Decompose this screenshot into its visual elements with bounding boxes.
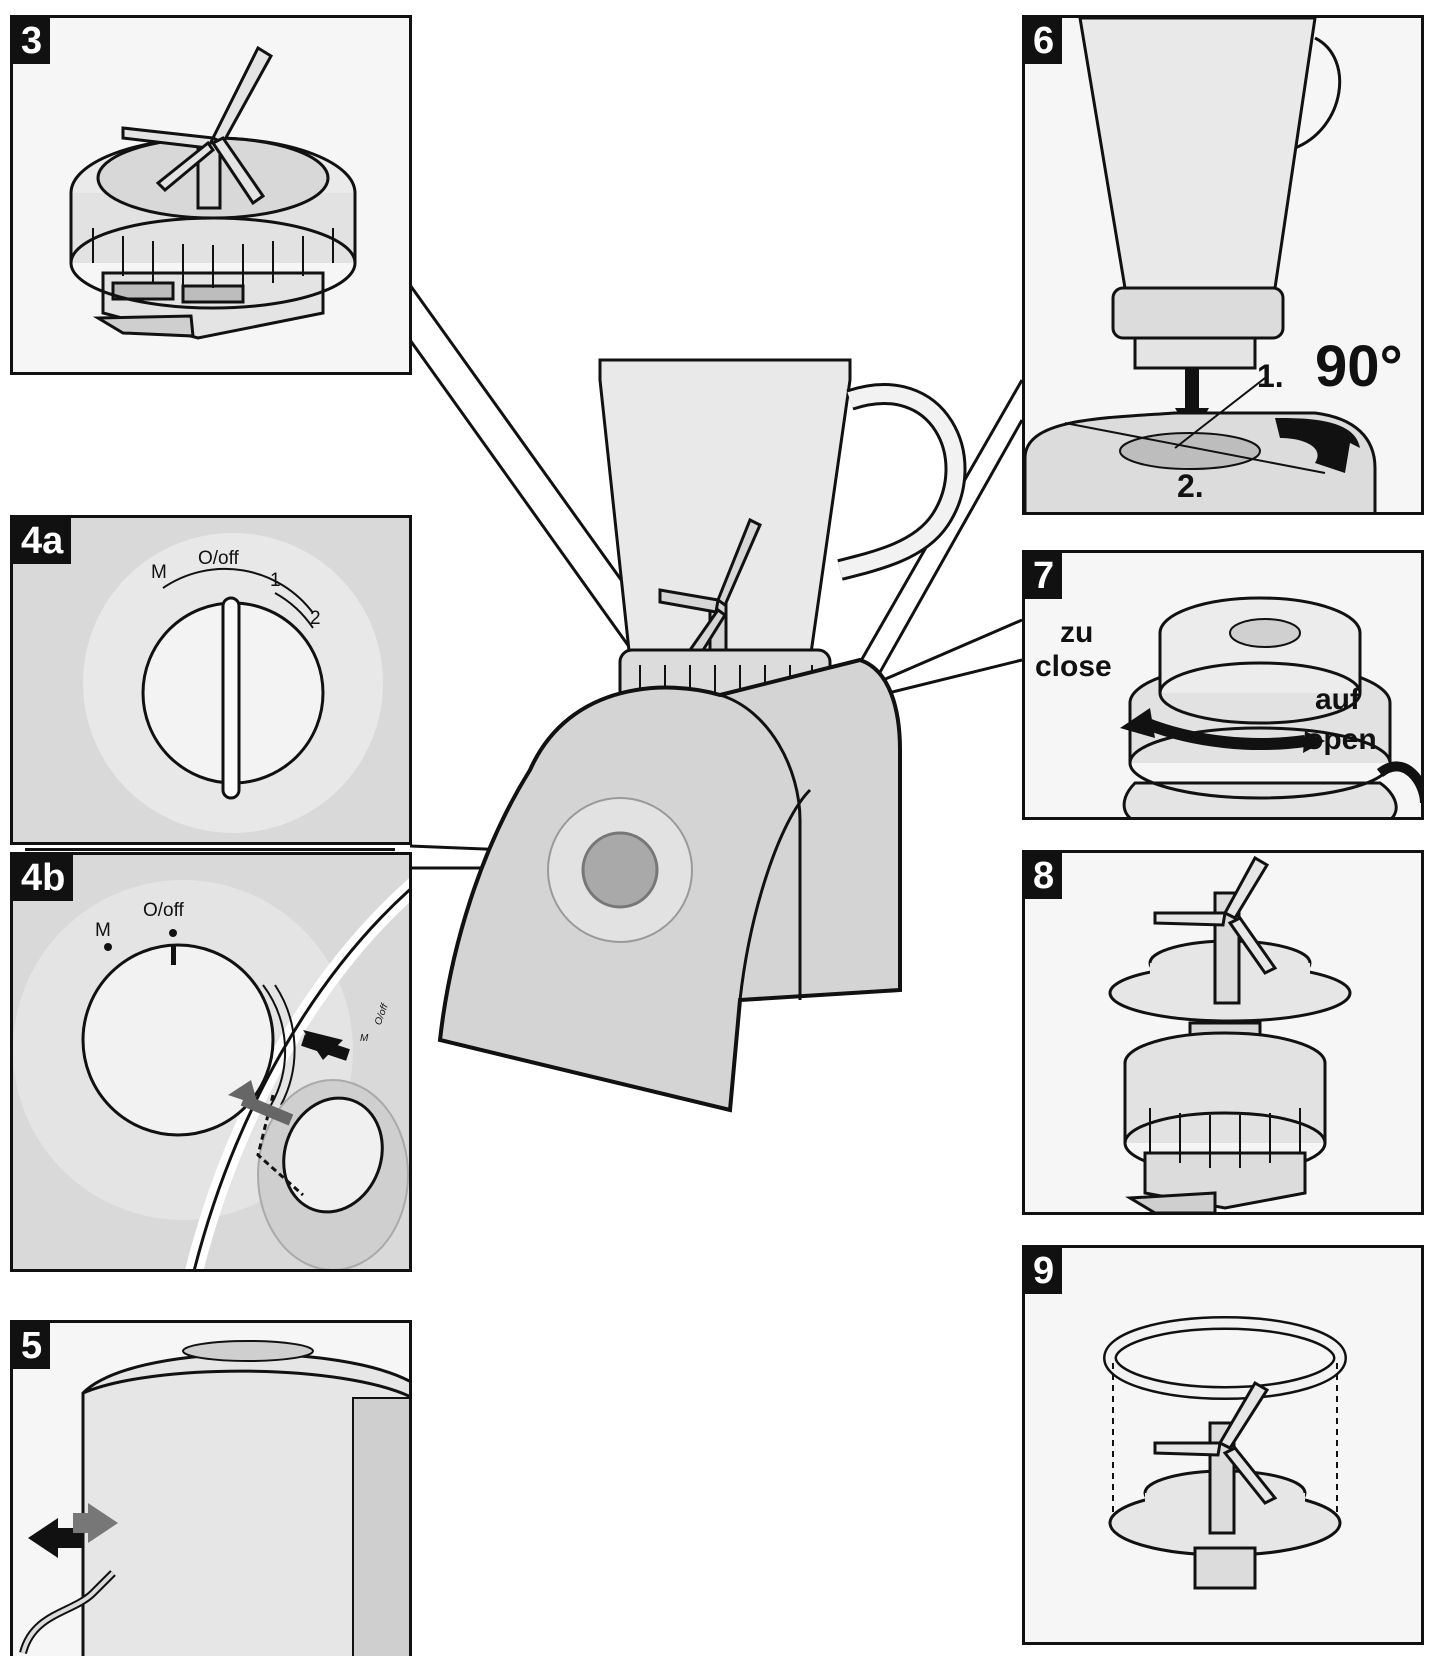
panel-5-cord-storage: 5 (10, 1320, 412, 1656)
panel-8-disassembly: 8 (1022, 850, 1424, 1215)
open-label-en: open (1305, 723, 1377, 756)
blade-assembly-illustration (69, 45, 357, 340)
dial-label-m: M (95, 920, 111, 941)
blender-main-illustration (437, 358, 967, 1113)
panel-number: 5 (13, 1323, 51, 1369)
step-2-label: 2. (1177, 468, 1204, 504)
dial-label-1: 1 (270, 570, 281, 591)
removable-knob-illustration (13, 878, 409, 1269)
close-label-en: close (1035, 650, 1112, 683)
dial-label-2: 2 (310, 608, 321, 629)
seal-ring-illustration (1103, 1316, 1347, 1590)
panel-4b-removable-knob: 4b M O/off M O/off (10, 852, 412, 1272)
panel-7-lock-unlock: 7 zu close auf open (1022, 550, 1424, 820)
panel-number: 6 (1025, 18, 1063, 64)
dial-label-off: O/off (198, 548, 239, 569)
panel-4a-control-dial: 4a M O/off 1 2 (10, 515, 412, 845)
lock-unlock-illustration (1120, 596, 1421, 817)
panel-number: 3 (13, 18, 51, 64)
panel-number: 8 (1025, 853, 1063, 899)
panel-number: 9 (1025, 1248, 1063, 1294)
dial-label-off: O/off (143, 900, 184, 921)
attach-jar-illustration (1025, 18, 1377, 512)
open-label-de: auf (1315, 683, 1360, 716)
close-label-de: zu (1060, 616, 1094, 649)
panel-9-seal-ring: 9 (1022, 1245, 1424, 1645)
panel-number: 4a (13, 518, 72, 564)
control-dial-illustration (83, 533, 383, 833)
rotation-angle-label: 90° (1315, 334, 1403, 399)
small-dial-label-m: M (360, 1033, 369, 1044)
panel-4-divider (25, 848, 395, 851)
cord-storage-illustration (19, 1340, 409, 1656)
panel-3-blade-assembly: 3 (10, 15, 412, 375)
dial-label-m: M (151, 562, 167, 583)
panel-number: 7 (1025, 553, 1063, 599)
panel-number: 4b (13, 855, 74, 901)
panel-6-attach-jar: 6 90° 1. 2. (1022, 15, 1424, 515)
disassembly-illustration (1108, 855, 1352, 1212)
step-1-label: 1. (1257, 358, 1284, 394)
